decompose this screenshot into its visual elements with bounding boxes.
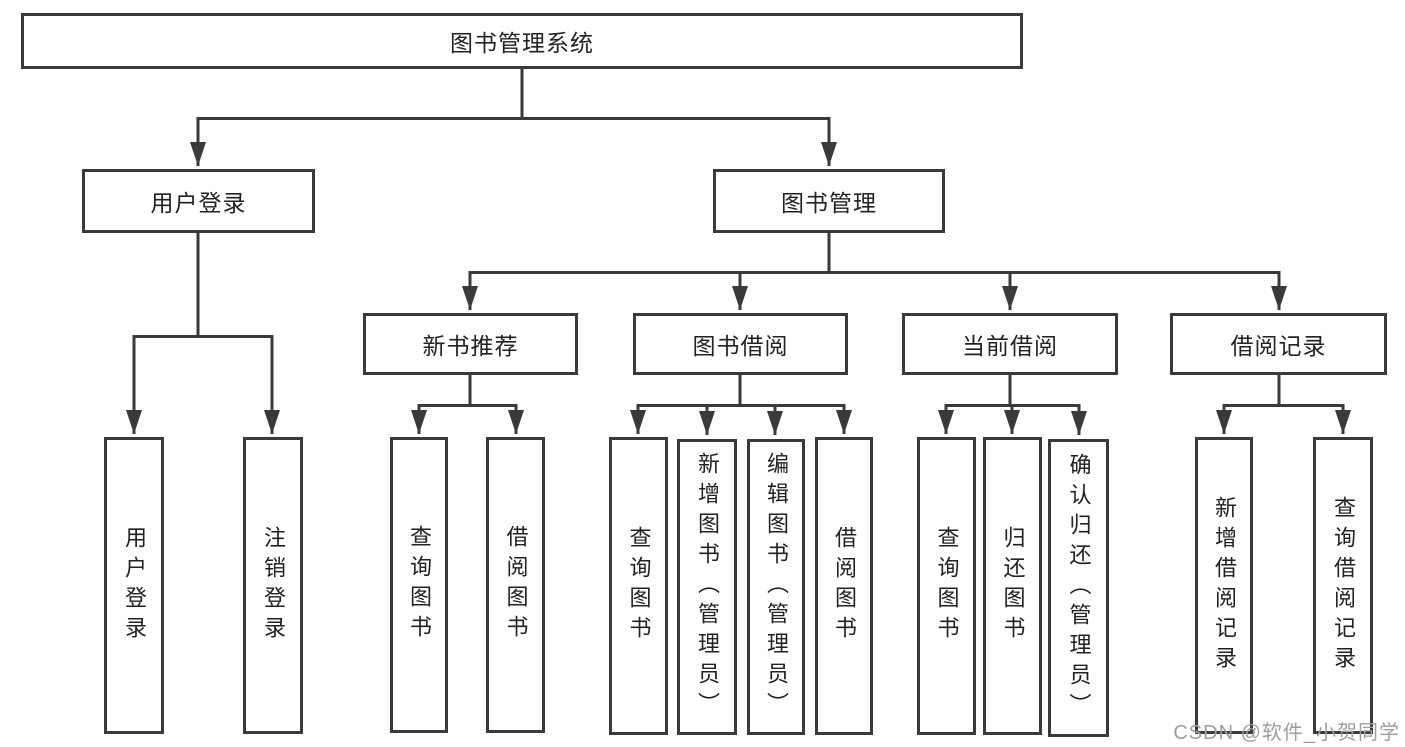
leaf-logout-label: 注销登录 <box>261 525 286 646</box>
leaf-records-query-record-label: 查询借阅记录 <box>1331 495 1356 676</box>
leaf-current-return-books-label: 归还图书 <box>1000 526 1026 646</box>
leaf-current-return-books: 归还图书 <box>983 437 1042 735</box>
node-borrowing-records: 借阅记录 <box>1170 313 1387 375</box>
leaf-current-query-books-label: 查询图书 <box>934 526 960 646</box>
leaf-records-add-record: 新增借阅记录 <box>1195 437 1253 734</box>
leaf-borrow-add-books-admin: 新增图书（管理员） <box>677 439 737 735</box>
leaf-current-confirm-return-admin-label: 确认归还（管理员） <box>1066 453 1092 723</box>
node-root: 图书管理系统 <box>21 13 1023 69</box>
leaf-newbooks-query-books-label: 查询图书 <box>407 525 432 645</box>
leaf-borrow-query-books: 查询图书 <box>609 437 668 735</box>
leaf-borrow-borrow-books: 借阅图书 <box>815 437 873 735</box>
leaf-records-query-record: 查询借阅记录 <box>1313 437 1373 734</box>
node-new-book-recommend-label: 新书推荐 <box>422 333 519 359</box>
node-user-login: 用户登录 <box>82 169 315 233</box>
leaf-borrow-edit-books-admin-label: 编辑图书（管理员） <box>764 452 789 722</box>
leaf-newbooks-borrow-books: 借阅图书 <box>486 437 545 733</box>
leaf-user-login: 用户登录 <box>104 437 164 734</box>
leaf-logout: 注销登录 <box>243 437 303 734</box>
node-root-label: 图书管理系统 <box>450 30 594 56</box>
node-book-management: 图书管理 <box>713 169 945 233</box>
leaf-user-login-label: 用户登录 <box>122 525 147 646</box>
leaf-borrow-edit-books-admin: 编辑图书（管理员） <box>747 439 805 735</box>
leaf-current-confirm-return-admin: 确认归还（管理员） <box>1048 439 1109 737</box>
leaf-current-query-books: 查询图书 <box>917 437 976 735</box>
leaf-records-add-record-label: 新增借阅记录 <box>1212 495 1237 676</box>
node-new-book-recommend: 新书推荐 <box>363 313 578 375</box>
node-borrowing-records-label: 借阅记录 <box>1230 333 1327 359</box>
node-book-management-label: 图书管理 <box>781 190 877 216</box>
leaf-newbooks-query-books: 查询图书 <box>390 437 448 733</box>
node-user-login-label: 用户登录 <box>150 190 247 216</box>
csdn-watermark: CSDN @软件_小贺同学 <box>1173 722 1400 744</box>
leaf-borrow-query-books-label: 查询图书 <box>626 526 652 646</box>
leaf-borrow-add-books-admin-label: 新增图书（管理员） <box>695 452 720 722</box>
node-book-borrowing: 图书借阅 <box>633 313 848 375</box>
node-current-borrowing: 当前借阅 <box>902 313 1118 375</box>
leaf-borrow-borrow-books-label: 借阅图书 <box>832 526 857 646</box>
leaf-newbooks-borrow-books-label: 借阅图书 <box>503 525 529 645</box>
node-current-borrowing-label: 当前借阅 <box>962 333 1058 359</box>
node-book-borrowing-label: 图书借阅 <box>692 333 789 359</box>
